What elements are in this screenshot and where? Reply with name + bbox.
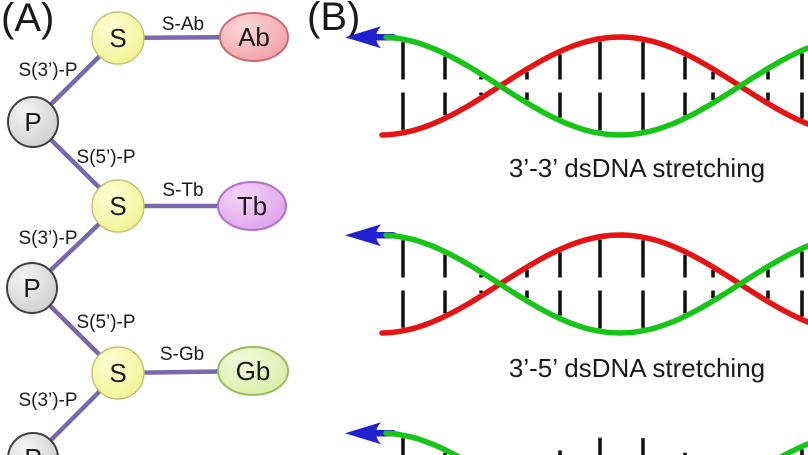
helix-1-arrow-icon [345,26,381,49]
caption-3-5-stretching: 3’-5’ dsDNA stretching [509,353,765,383]
helix-2-base-pair-ticks [401,239,804,329]
node-label-phosphate-3: P [24,443,41,455]
edge-label-s-gb: S-Gb [160,344,204,365]
helix-3 [345,422,808,455]
node-label-tb: Tb [237,191,267,221]
edge-label-s3p-3: S(3’)-P [18,390,77,411]
helix-1-base-pair-ticks [401,41,804,131]
helix-2-green-strand [383,232,808,336]
helix-3-base-pair-ticks [401,437,804,455]
helix-2 [345,224,808,336]
helix-1-red-strand [379,34,808,138]
node-sugar-3 [91,346,145,400]
edge-label-s5p-1: S(5’)-P [76,147,135,168]
caption-3-3-stretching: 3’-3’ dsDNA stretching [509,153,765,183]
edge-label-s5p-2: S(5’)-P [76,312,135,333]
helix-1 [345,26,808,138]
node-label-sugar-2: S [109,191,126,221]
helix-3-arrow-icon [345,422,381,445]
node-base-tb [217,181,287,231]
node-label-sugar-3: S [109,358,126,388]
node-label-phosphate-2: P [23,273,40,303]
helix-2-red-strand [379,232,808,336]
edge-label-s3p-2: S(3’)-P [18,228,77,249]
node-label-phosphate-1: P [24,107,41,137]
edge-label-s-ab: S-Ab [162,14,204,35]
node-label-gb: Gb [236,356,271,386]
node-base-gb [217,346,289,396]
edge-label-s-tb: S-Tb [162,180,203,201]
node-base-ab [219,12,289,62]
panel-a: (A) S-Ab S(3’)-P S(5’)-P S-Tb S(3’)-P S(… [1,0,289,455]
panel-b: (B) 3’-3’ dsDNA stretching 3’-5’ dsDNA s… [307,0,808,455]
node-phosphate-2 [6,262,58,314]
helix-3-green-strand [383,430,808,455]
node-phosphate-3 [7,432,59,455]
node-phosphate-1 [7,96,59,148]
node-label-ab: Ab [238,22,270,52]
node-sugar-2 [91,179,145,233]
panel-b-helices [345,26,808,455]
helix-1-green-strand [383,34,808,138]
node-sugar-1 [91,11,145,65]
node-label-sugar-1: S [109,23,126,53]
panel-a-label: (A) [1,0,54,40]
helix-2-arrow-icon [345,224,381,247]
panel-b-label: (B) [307,0,360,39]
edge-label-s3p-1: S(3’)-P [18,60,77,81]
